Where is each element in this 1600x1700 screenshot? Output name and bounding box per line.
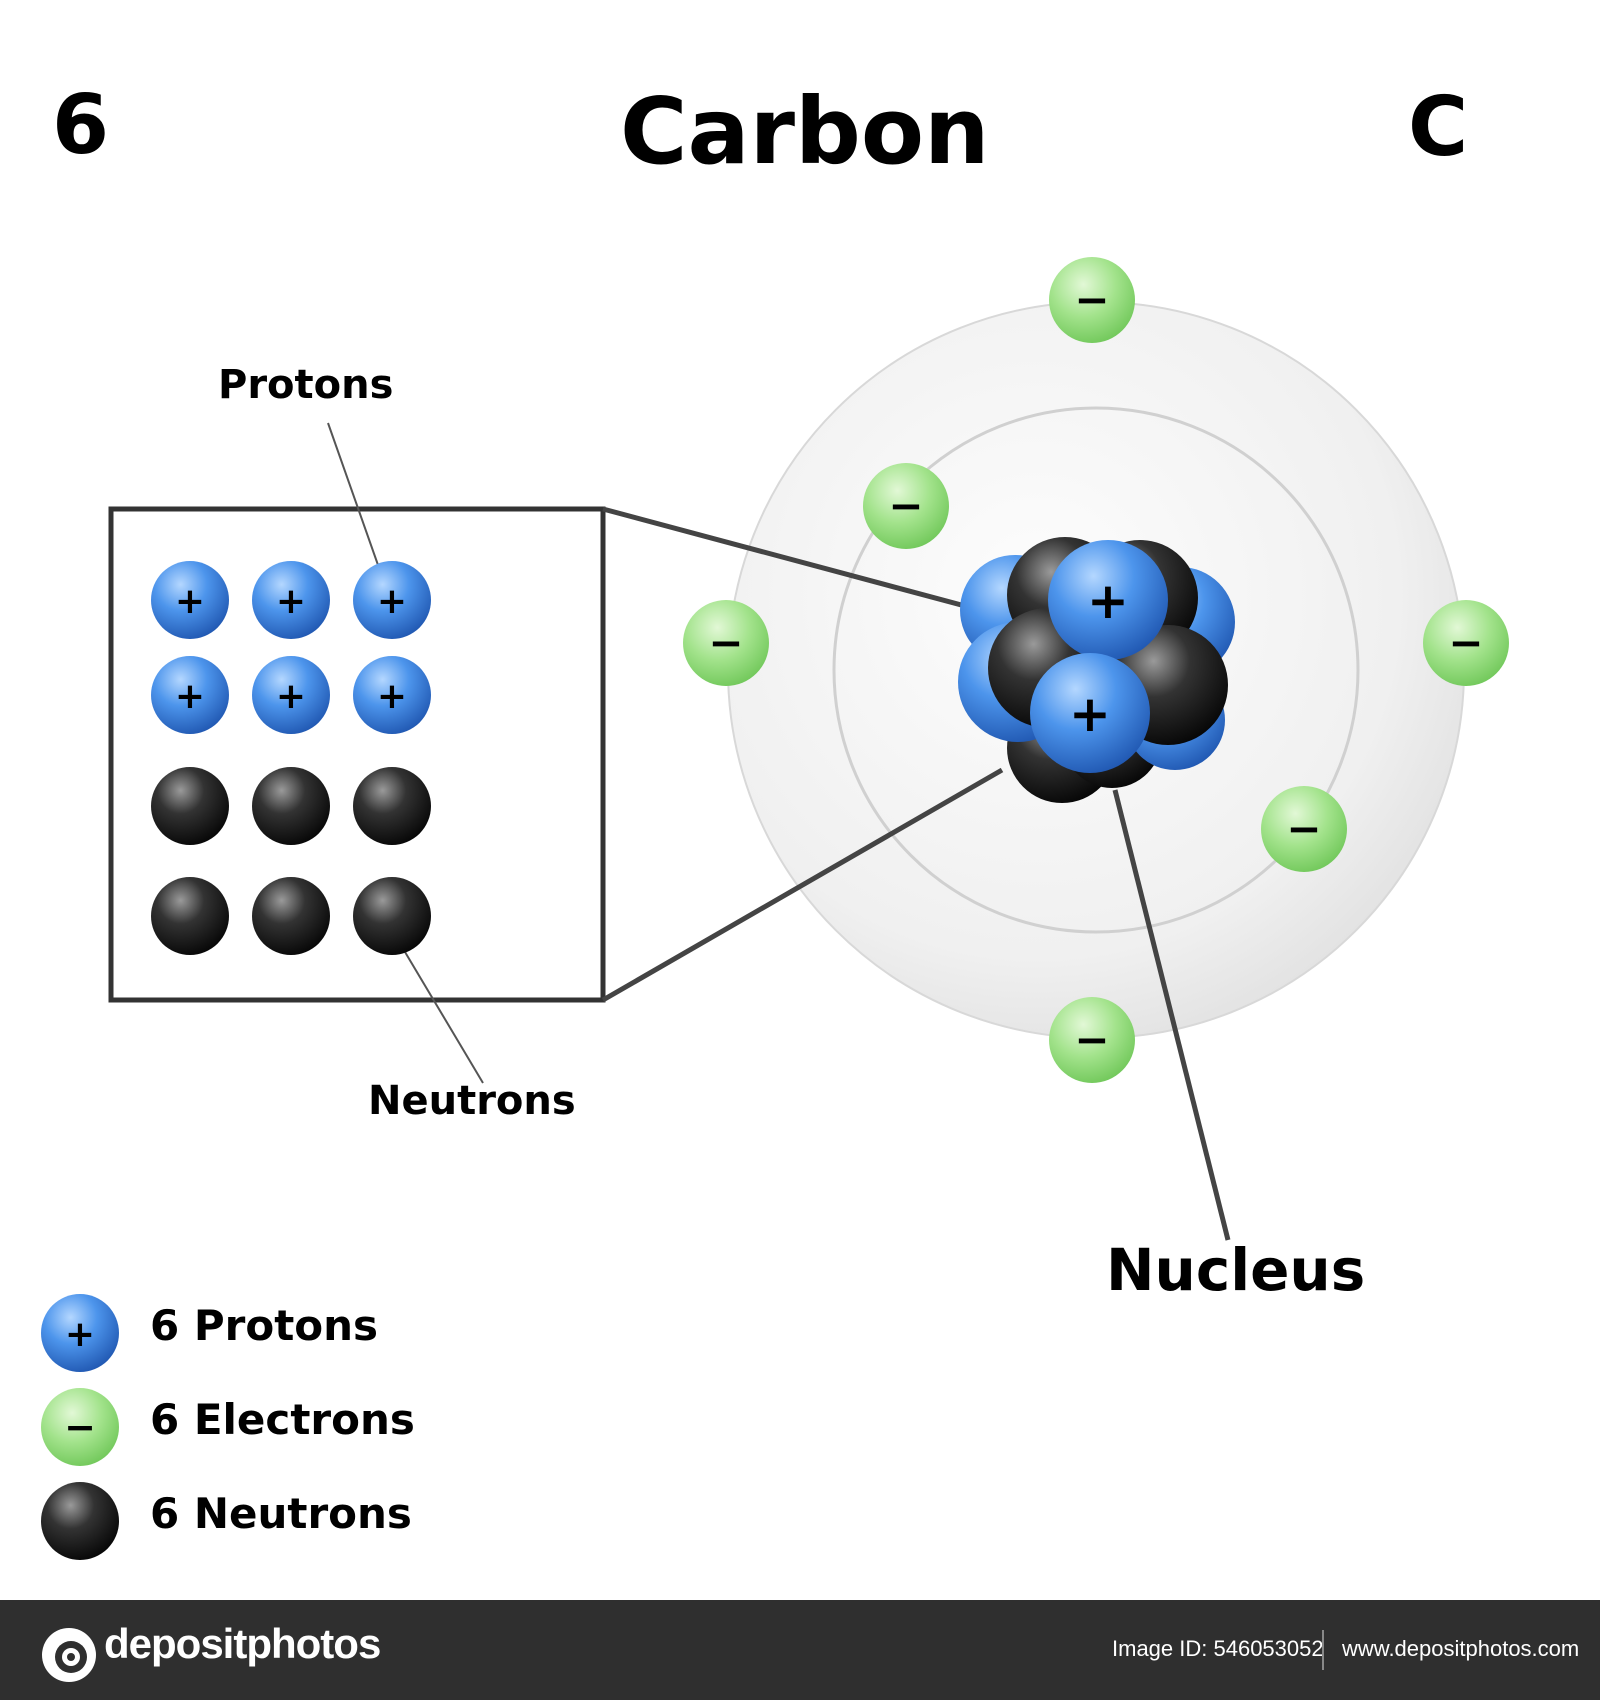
svg-text:−: − <box>888 481 923 530</box>
protons-label: Protons <box>218 362 394 408</box>
inset-proton: + <box>353 561 431 639</box>
electron: − <box>1049 997 1135 1083</box>
inset-neutron <box>252 767 330 845</box>
zoom-line-bottom <box>601 767 1004 1003</box>
neutrons-label: Neutrons <box>368 1078 576 1124</box>
inset-proton: + <box>353 656 431 734</box>
footer-bar: depositphotos Image ID: 546053052 www.de… <box>0 1600 1600 1700</box>
inset-proton-grid: + + + + + + <box>151 561 431 734</box>
electron: − <box>1423 600 1509 686</box>
electron: − <box>863 463 949 549</box>
neutron-icon <box>41 1482 119 1560</box>
carbon-atom-diagram: + + + + + + + + − − − − − − <box>108 257 1509 1241</box>
atomic-number: 6 <box>52 78 110 173</box>
inset-neutron <box>353 767 431 845</box>
svg-text:−: − <box>1448 618 1483 667</box>
svg-text:+: + <box>276 581 306 622</box>
zoom-line-top <box>602 506 996 617</box>
element-symbol: C <box>1408 80 1469 175</box>
inset-proton: + <box>252 561 330 639</box>
inset-neutron <box>252 877 330 955</box>
inset-neutron <box>151 767 229 845</box>
svg-text:+: + <box>175 581 205 622</box>
image-id: Image ID: 546053052 <box>1112 1636 1324 1661</box>
electron: − <box>1261 786 1347 872</box>
svg-text:+: + <box>1069 685 1111 743</box>
electrons: − − − − − − <box>683 257 1509 1083</box>
inner-electron-shell <box>832 406 1360 934</box>
element-name: Carbon <box>620 78 990 185</box>
electron-icon: − <box>41 1388 119 1466</box>
nucleus-proton: + <box>1030 653 1150 773</box>
site-url[interactable]: www.depositphotos.com <box>1342 1636 1580 1661</box>
electron: − <box>1049 257 1135 343</box>
svg-text:−: − <box>708 618 743 667</box>
brand-name: depositphotos <box>104 1620 381 1667</box>
svg-text:−: − <box>64 1405 96 1449</box>
inset-proton: + <box>252 656 330 734</box>
svg-text:+: + <box>1087 572 1129 630</box>
svg-text:−: − <box>1074 1015 1109 1064</box>
svg-text:+: + <box>377 581 407 622</box>
svg-text:+: + <box>276 676 306 717</box>
nucleus-proton: + <box>1048 540 1168 660</box>
camera-logo-icon <box>42 1628 96 1682</box>
electron: − <box>683 600 769 686</box>
inset-proton: + <box>151 561 229 639</box>
svg-text:+: + <box>65 1314 95 1355</box>
svg-text:−: − <box>1286 804 1321 853</box>
legend-label: 6 Electrons <box>150 1395 415 1444</box>
proton-icon: + <box>41 1294 119 1372</box>
svg-text:−: − <box>1074 275 1109 324</box>
footer-divider <box>1322 1630 1324 1670</box>
nucleus-leader-line <box>1112 789 1231 1241</box>
nucleus-label: Nucleus <box>1106 1236 1366 1304</box>
svg-text:+: + <box>175 676 205 717</box>
svg-text:+: + <box>377 676 407 717</box>
inset-neutron <box>151 877 229 955</box>
neutrons-leader-line <box>404 951 484 1084</box>
legend-label: 6 Neutrons <box>150 1489 412 1538</box>
inset-proton: + <box>151 656 229 734</box>
legend-label: 6 Protons <box>150 1301 379 1350</box>
inset-neutron <box>353 877 431 955</box>
nucleus-cluster: + + <box>958 537 1235 803</box>
inset-neutron-grid <box>151 767 431 955</box>
protons-leader-line <box>327 422 379 566</box>
